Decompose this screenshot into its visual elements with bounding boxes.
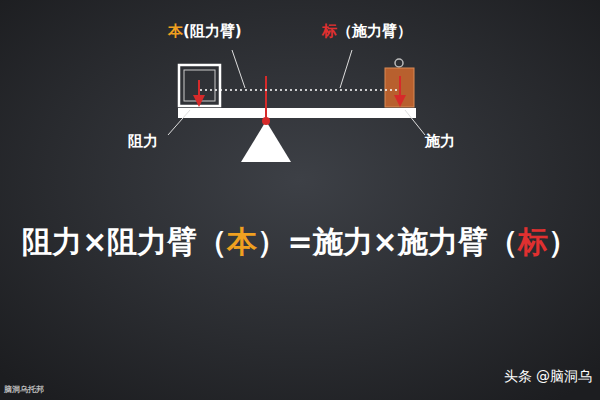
- arm-label: (阻力臂): [183, 22, 242, 41]
- leader-line: [340, 50, 352, 88]
- formula: ）: [548, 222, 578, 263]
- watermark: 头条 @脑洞乌: [504, 368, 592, 386]
- arm-label-row: 标（施力臂）: [322, 22, 412, 41]
- watermark: 脑洞乌托邦: [4, 384, 44, 395]
- arm-label-row: 本(阻力臂): [168, 22, 242, 41]
- load-box: [179, 65, 220, 106]
- leader-line: [405, 110, 425, 135]
- formula-row: 阻力×阻力臂（本）=施力×施力臂（标）: [22, 222, 577, 263]
- formula: 本: [227, 222, 257, 263]
- lever-beam: [178, 108, 416, 118]
- force-label: 阻力: [128, 132, 158, 151]
- force-label-row: 阻力: [128, 132, 158, 151]
- formula: 阻力×阻力臂（: [22, 222, 227, 263]
- formula: 标: [518, 222, 548, 263]
- weight-block: [385, 68, 414, 107]
- fulcrum: [241, 121, 291, 162]
- resistance-arrow: [198, 80, 200, 101]
- force-label: 施力: [425, 132, 455, 151]
- load-box-inner: [184, 70, 215, 101]
- effort-arrow: [399, 76, 401, 101]
- arm-label: （施力臂）: [337, 22, 412, 41]
- leader-line: [232, 50, 245, 88]
- leader-line: [168, 110, 190, 135]
- force-label-row: 施力: [425, 132, 455, 151]
- watermark-row: 脑洞乌托邦: [4, 384, 44, 395]
- arm-label: 标: [322, 22, 337, 41]
- pivot-dot: [262, 117, 270, 125]
- arm-label: 本: [168, 22, 183, 41]
- pivot-line: [265, 76, 267, 118]
- weight-ring: [395, 59, 403, 67]
- arm-line: [200, 89, 398, 91]
- formula: ）=施力×施力臂（: [257, 222, 517, 263]
- watermark-row: 头条 @脑洞乌: [504, 368, 592, 386]
